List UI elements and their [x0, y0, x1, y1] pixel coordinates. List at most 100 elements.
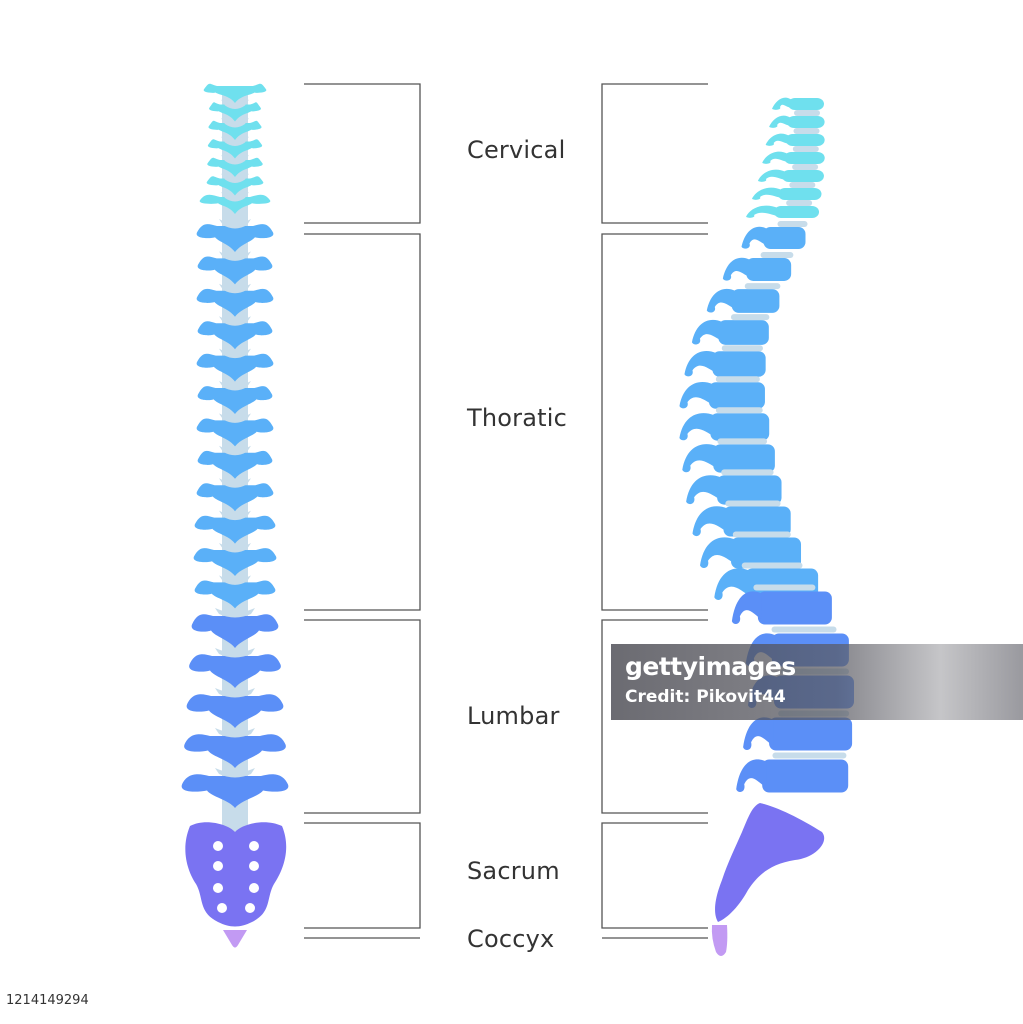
bracket-right-sacrum	[601, 822, 708, 929]
front-thoracic-vertebra-5	[196, 353, 274, 382]
side-thoracic-disc-1	[777, 221, 808, 227]
front-thoracic-vertebra-9	[196, 483, 274, 512]
side-thoracic-disc-6	[715, 376, 760, 383]
front-thoracic-disc-6	[219, 381, 251, 391]
side-cervical-process-4	[762, 151, 789, 164]
front-thoracic-vertebra-11	[193, 548, 277, 576]
front-cervical-vertebra-6	[206, 176, 264, 196]
label-cervical: Cervical	[467, 136, 566, 164]
front-thoracic-disc-5	[219, 348, 251, 359]
side-cervical-body-2	[787, 116, 825, 128]
front-cervical-disc-2	[221, 118, 249, 128]
front-lumbar-disc-2	[215, 648, 255, 658]
front-thoracic-disc-4	[219, 316, 251, 326]
front-cervical-vertebra-7	[199, 194, 271, 214]
front-sacral-foramen-5	[213, 883, 223, 893]
bracket-left-lumbar	[304, 619, 421, 814]
side-cervical-disc-6	[786, 200, 813, 206]
side-thoracic-body-10	[723, 506, 791, 537]
side-cervical-body-4	[784, 152, 825, 164]
side-thoracic-process-2	[722, 257, 751, 281]
side-thoracic-disc-8	[717, 438, 768, 445]
front-lumbar-disc-1	[215, 608, 255, 618]
bracket-right-thoracic	[601, 233, 708, 611]
side-thoracic-process-3	[706, 288, 736, 313]
side-cervical-process-1	[772, 97, 792, 110]
getty-watermark: gettyimages Credit: Pikovit44	[611, 644, 1023, 720]
side-cervical-process-6	[751, 187, 782, 200]
side-thoracic-body-8	[713, 444, 775, 473]
front-sacral-foramen-4	[249, 861, 259, 871]
front-cervical-disc-4	[221, 155, 249, 165]
front-thoracic-vertebra-6	[197, 386, 273, 414]
side-thoracic-process-6	[679, 382, 713, 409]
front-thoracic-vertebra-1	[196, 224, 274, 252]
front-lumbar-vertebra-2	[189, 654, 281, 688]
side-thoracic-disc-4	[730, 314, 770, 321]
front-thoracic-disc-8	[219, 445, 251, 456]
side-cervical-process-3	[765, 133, 790, 146]
front-sacral-foramen-8	[245, 903, 255, 913]
front-cervical-vertebra-3	[208, 120, 262, 140]
stock-image-id: 1214149294	[6, 993, 89, 1008]
side-thoracic-process-9	[686, 475, 722, 505]
front-thoracic-vertebra-8	[197, 450, 273, 479]
side-cervical-body-6	[777, 188, 822, 200]
front-thoracic-disc-9	[219, 478, 251, 488]
side-cervical-body-5	[781, 170, 824, 182]
side-lumbar-process-4	[743, 717, 774, 750]
front-thoracic-vertebra-7	[196, 418, 274, 447]
side-cervical-process-7	[746, 205, 779, 218]
front-thoracic-disc-11	[219, 543, 251, 553]
front-thoracic-disc-12	[219, 575, 251, 585]
side-thoracic-disc-10	[725, 500, 781, 507]
front-cervical-disc-6	[221, 192, 249, 202]
side-thoracic-disc-11	[732, 531, 791, 538]
side-cervical-body-3	[785, 134, 825, 146]
side-thoracic-disc-2	[760, 252, 794, 259]
side-sacrum	[715, 803, 825, 922]
front-lumbar-vertebra-3	[186, 694, 284, 728]
front-cervical-disc-1	[221, 99, 249, 109]
front-sacral-foramen-2	[249, 841, 259, 851]
side-thoracic-disc-7	[715, 407, 763, 414]
watermark-brand: gettyimages	[625, 652, 796, 681]
bracket-right-cervical	[601, 83, 708, 224]
bracket-left-thoracic	[304, 233, 421, 611]
side-cervical-disc-4	[792, 164, 819, 170]
front-cervical-vertebra-4	[207, 139, 263, 159]
side-cervical-process-2	[769, 115, 792, 128]
side-lumbar-process-5	[736, 759, 767, 792]
front-thoracic-disc-1	[219, 219, 251, 229]
front-cervical-disc-3	[221, 136, 249, 146]
side-lumbar-process-1	[731, 591, 762, 624]
bracket-left-cervical	[304, 83, 421, 224]
side-lumbar-body-4	[769, 717, 853, 751]
side-lumbar-body-1	[757, 591, 832, 625]
front-lumbar-vertebra-4	[184, 734, 286, 768]
front-thoracic-vertebra-4	[197, 321, 273, 350]
side-thoracic-process-12	[714, 568, 750, 600]
front-sacral-foramen-3	[213, 861, 223, 871]
side-thoracic-body-2	[746, 258, 792, 281]
side-thoracic-disc-9	[721, 469, 774, 476]
side-thoracic-body-5	[712, 351, 766, 377]
front-sacral-foramen-1	[213, 841, 223, 851]
side-thoracic-body-3	[731, 289, 780, 313]
label-coccyx: Coccyx	[467, 925, 555, 953]
side-cervical-disc-3	[792, 146, 819, 152]
side-cervical-disc-1	[794, 110, 820, 116]
front-sacrum	[185, 822, 287, 927]
side-thoracic-process-4	[691, 319, 723, 345]
front-cervical-vertebra-2	[209, 102, 261, 122]
front-lumbar-disc-5	[215, 768, 255, 778]
side-thoracic-process-7	[679, 413, 715, 441]
side-thoracic-body-7	[710, 413, 770, 441]
front-thoracic-disc-7	[219, 413, 251, 423]
side-lumbar-disc-5	[772, 752, 847, 759]
label-sacrum: Sacrum	[467, 857, 560, 885]
side-lumbar-disc-1	[753, 584, 816, 591]
front-thoracic-vertebra-10	[194, 515, 276, 544]
side-thoracic-disc-12	[741, 562, 803, 569]
